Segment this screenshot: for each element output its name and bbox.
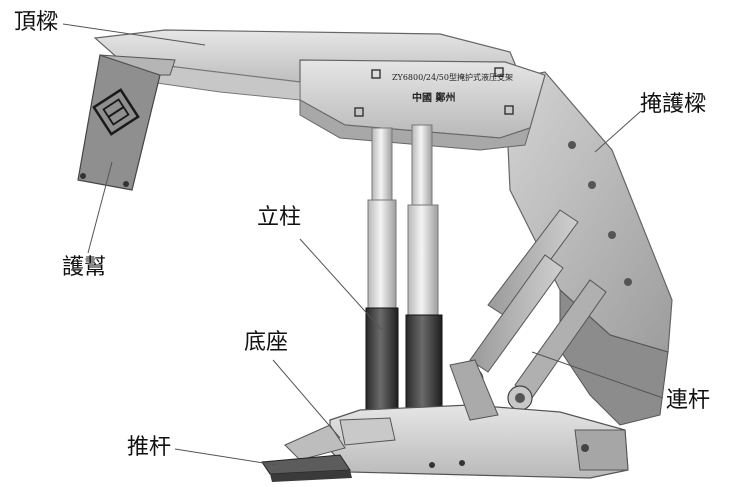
pusher-bar (261, 454, 352, 482)
leader-line-prop (299, 238, 383, 331)
label-canopy: 頂樑 (14, 10, 59, 35)
label-link: 連杆 (666, 388, 711, 413)
label-prop: 立柱 (257, 205, 302, 230)
link-bars (456, 209, 607, 411)
emblem-icon (92, 88, 140, 136)
nameplate-model: ZY6800/24/50型掩护式液压支架 (392, 72, 513, 82)
nameplate-maker: 中國 鄭州 (412, 91, 455, 104)
canopy-beam (93, 29, 546, 151)
leader-line-pusher (174, 448, 277, 466)
leader-line-face-guard (87, 161, 113, 254)
leader-line-shield-beam (594, 110, 642, 153)
label-shield-beam: 掩護樑 (640, 92, 707, 117)
leader-line-base (272, 359, 341, 439)
shield-beam (504, 71, 673, 426)
leader-lines (62, 23, 664, 466)
label-pusher: 推杆 (127, 435, 172, 460)
face-guard-plate (77, 54, 176, 191)
label-face-guard: 護幫 (62, 255, 107, 280)
prop-columns (365, 124, 443, 424)
label-base: 底座 (244, 330, 289, 355)
leader-line-link (531, 351, 664, 399)
leader-line-canopy (62, 23, 206, 46)
base-frame (284, 359, 629, 479)
